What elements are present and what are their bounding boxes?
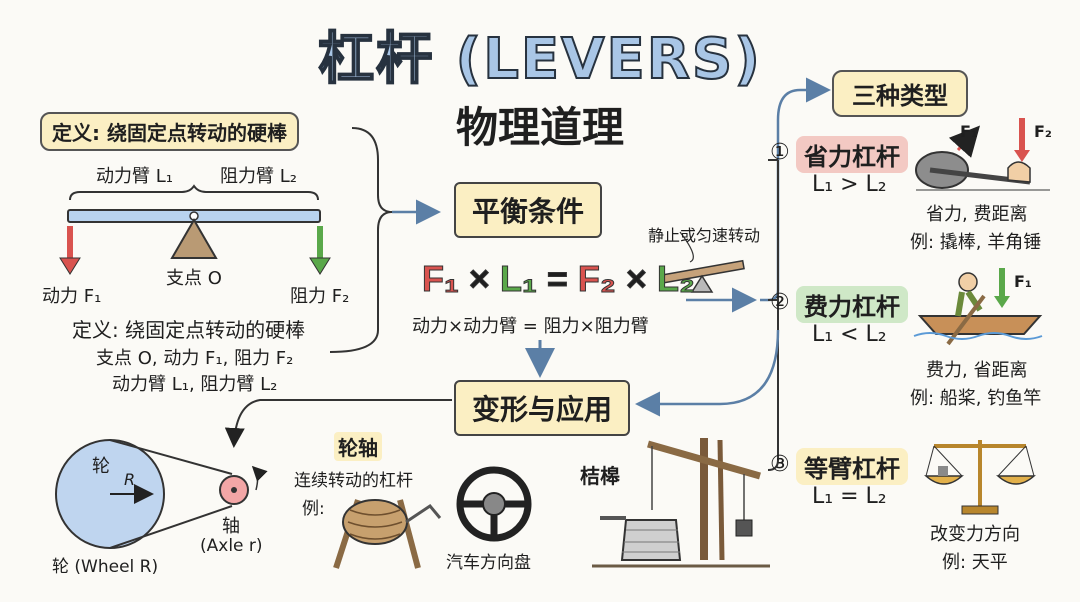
type3-number: ③ [770,452,790,477]
axle-caption: (Axle r) [200,536,263,556]
type1-name: 省力杠杆 [796,136,908,173]
balance-scale-figure [924,440,1036,515]
type2-name: 费力杠杆 [796,286,908,323]
elements-line-2: 动力臂 L₁, 阻力臂 L₂ [112,374,278,395]
type1-fig-f2: F₂ [1034,122,1052,141]
balance-condition-banner: 平衡条件 [454,182,603,238]
type1-number: ① [770,140,790,165]
example-prefix: 例: [302,499,325,519]
applications-banner: 变形与应用 [454,380,631,436]
steering-wheel-figure [456,466,532,542]
type3-relation: L₁ = L₂ [812,484,887,509]
connector-bracket [329,127,393,353]
resistance-arm-label: 阻力臂 L₂ [220,166,297,187]
resistance-force-label: 阻力 F₂ [290,286,350,307]
wheel-axle-figure [55,439,268,549]
balance-formula: F₁ × L₁ = F₂ × L₂ [422,258,696,300]
type2-number: ② [770,290,790,315]
type1-example: 例: 撬棒, 羊角锤 [910,232,1042,253]
definition-lever-figure [59,184,331,275]
radius-label: R [124,470,136,489]
type2-desc: 费力, 省距离 [926,360,1028,381]
type1-fig-f1: F₁ [960,122,978,141]
effort-force-label: 动力 F₁ [42,286,102,307]
axle-label: 轴 [222,516,240,537]
steering-wheel-label: 汽车方向盘 [446,553,531,573]
formula-l1: L₁ [499,258,537,300]
page-subtitle: 物理道理 [455,103,624,152]
well-sweep-figure [592,438,770,568]
types-title: 三种类型 [832,70,968,117]
winch-figure [333,499,442,569]
type1-desc: 省力, 费距离 [926,204,1028,225]
fulcrum-label: 支点 O [166,268,222,289]
formula-times-2: × [625,258,647,300]
formula-f2: F₂ [577,258,616,300]
formula-f1: F₁ [422,258,460,300]
well-sweep-label: 桔槔 [580,464,620,488]
balance-formula-text: 动力×动力臂 = 阻力×阻力臂 [412,316,649,337]
boat-figure [913,268,1043,346]
balance-state-note: 静止或匀速转动 [648,226,761,245]
effort-arm-label: 动力臂 L₁ [96,166,173,187]
seesaw-figure [659,231,745,293]
type3-example: 例: 天平 [942,552,1008,573]
type2-relation: L₁ < L₂ [812,322,887,347]
wheel-caption: 轮 (Wheel R) [52,557,159,577]
type3-name: 等臂杠杆 [796,448,908,485]
type3-desc: 改变力方向 [930,524,1020,545]
wheel-axle-title: 轮轴 [334,432,382,461]
type2-example: 例: 船桨, 钓鱼竿 [910,388,1042,409]
type2-fig-f1: F₁ [1014,272,1032,291]
definition-line: 定义: 绕固定点转动的硬棒 [72,318,306,342]
type1-relation: L₁ > L₂ [812,172,887,197]
formula-times-1: × [468,258,490,300]
page-title: 杠杆 (LEVERS) [317,26,762,93]
formula-equals: = [546,258,568,300]
wheel-label: 轮 [92,456,110,477]
wheel-axle-desc: 连续转动的杠杆 [294,471,413,491]
elements-line-1: 支点 O, 动力 F₁, 阻力 F₂ [96,348,294,369]
definition-pill: 定义: 绕固定点转动的硬棒 [40,112,299,151]
crowbar-figure [915,118,1050,191]
formula-l2: L₂ [656,258,695,300]
